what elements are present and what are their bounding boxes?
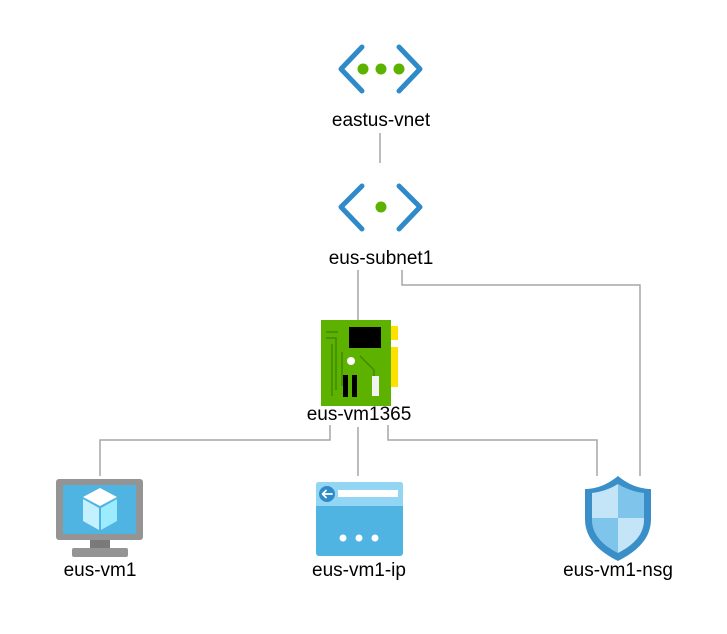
virtual-network-icon (338, 44, 423, 94)
network-interface-icon (321, 320, 398, 406)
node-label: eus-vm1 (64, 560, 137, 581)
node-eastus-vnet[interactable]: eastus-vnet (332, 44, 431, 131)
connector-nic-vm (99, 425, 331, 476)
network-security-group-icon (585, 476, 651, 561)
node-eus-vm1[interactable]: eus-vm1 (56, 479, 143, 581)
node-label: eastus-vnet (332, 110, 431, 131)
node-eus-subnet1[interactable]: eus-subnet1 (329, 183, 434, 269)
node-eus-vm1-ip[interactable]: eus-vm1-ip (312, 482, 406, 581)
node-label: eus-vm1-ip (312, 560, 406, 581)
connector-nic-nsg (387, 425, 598, 476)
node-label: eus-subnet1 (329, 248, 434, 269)
connector-subnet-nsg (401, 270, 641, 476)
subnet-icon (338, 183, 423, 232)
node-label: eus-vm1365 (307, 404, 412, 425)
node-label: eus-vm1-nsg (563, 560, 673, 581)
node-eus-vm1-nsg[interactable]: eus-vm1-nsg (563, 476, 673, 581)
public-ip-icon (316, 482, 403, 556)
connectors (99, 133, 641, 476)
virtual-machine-icon (56, 479, 143, 557)
node-eus-vm1365[interactable]: eus-vm1365 (307, 320, 412, 425)
